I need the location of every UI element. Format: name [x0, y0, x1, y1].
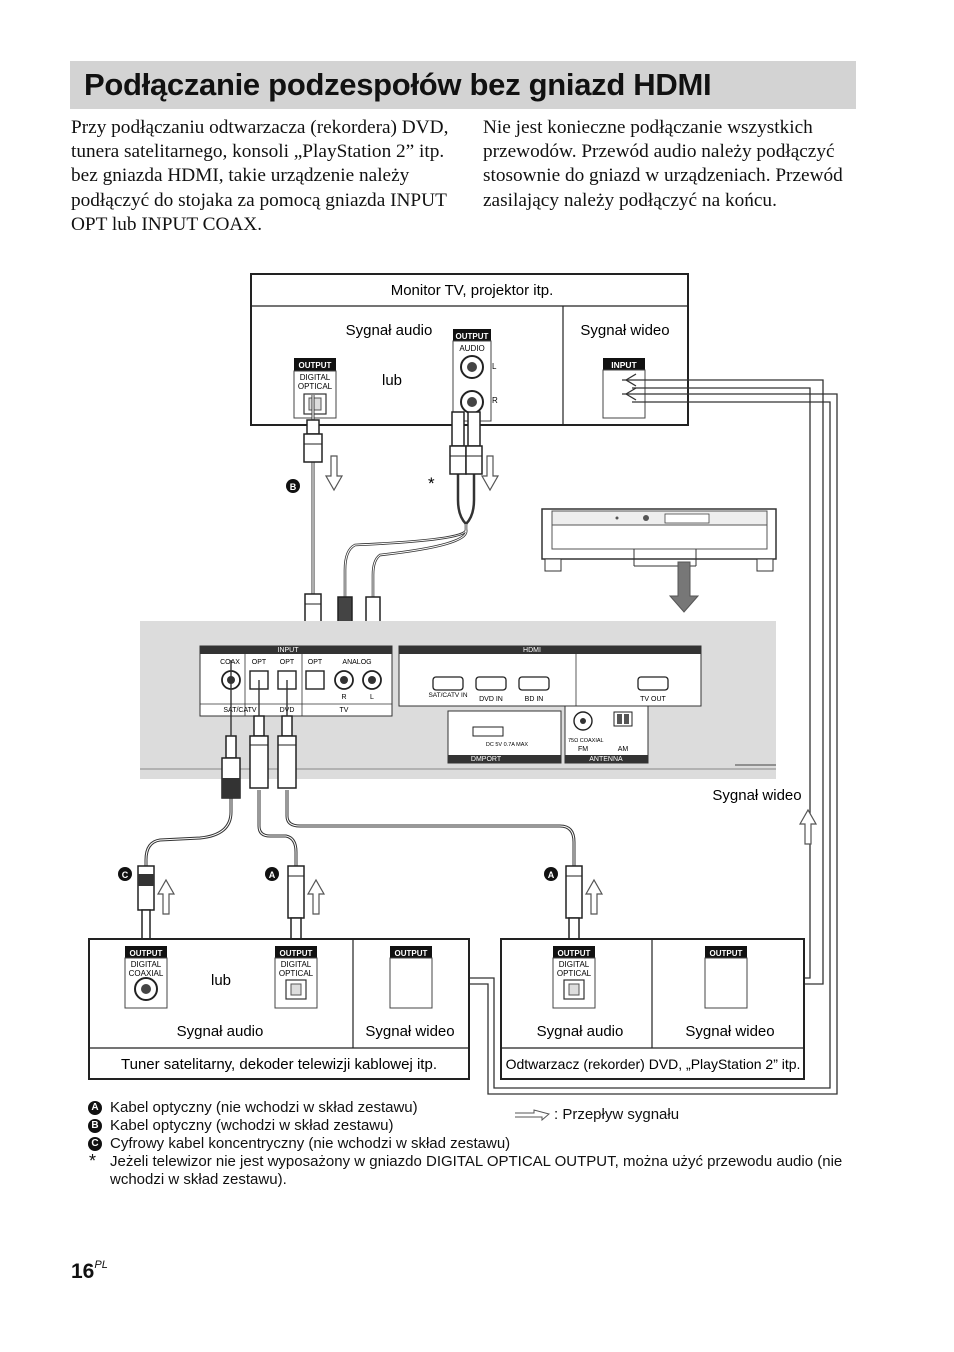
page-number-value: 16 [71, 1260, 95, 1283]
legend-asterisk: * [89, 1151, 97, 1171]
page-number: 16PL [71, 1259, 108, 1284]
badge-a1-text: A [269, 870, 276, 880]
tv-box: Monitor TV, projektor itp. Sygnał audio … [250, 273, 689, 426]
asterisk-marker: * [428, 474, 435, 493]
legend-badge-b: B [88, 1119, 102, 1133]
badge-b-text: B [290, 482, 297, 492]
legend-b: B Kabel optyczny (wchodzi w skład zestawu… [88, 1117, 848, 1135]
tv-l-label: L [492, 362, 497, 371]
stand-fm-label: FM [578, 746, 588, 753]
intro-right-text: Nie jest konieczne podłączanie wszystkic… [483, 117, 843, 211]
legend-a: A Kabel optyczny (nie wchodzi w skład zes… [88, 1099, 848, 1117]
legend-note-text: Jeżeli telewizor nie jest wyposażony w g… [110, 1153, 843, 1188]
dvd-box: OUTPUT DIGITAL OPTICAL OUTPUT Sygnał aud… [500, 938, 805, 1080]
sat-video-label: Sygnał wideo [365, 1023, 454, 1040]
stand-am-label: AM [618, 746, 629, 753]
bottom-cables [144, 790, 576, 870]
legend-b-text: Kabel optyczny (wchodzi w skład zestawu) [110, 1117, 394, 1134]
badge-c-text: C [122, 870, 129, 880]
legend-note: * Jeżeli telewizor nie jest wyposażony w … [88, 1151, 848, 1189]
dvd-digital: DIGITAL [559, 960, 590, 969]
dvd-audio-label: Sygnał audio [537, 1023, 624, 1040]
badge-a-1: A [265, 867, 279, 881]
tv-video-label: Sygnał wideo [580, 322, 669, 339]
analog-audio-cable [343, 440, 476, 600]
legend-c-text: Cyfrowy kabel koncentryczny (nie wchodzi… [110, 1135, 511, 1152]
stand-opt1-label: OPT [252, 659, 267, 666]
badge-a2-text: A [548, 870, 555, 880]
stand-hdmi-tag: HDMI [523, 647, 541, 654]
analog-plugs-top [449, 411, 483, 475]
sat-output3: OUTPUT [395, 949, 428, 958]
tv-or-label: lub [382, 372, 402, 389]
sat-or-label: lub [211, 972, 231, 989]
flow-arrow-icon [515, 1109, 551, 1122]
tv-r-label: R [492, 396, 498, 405]
badge-c: C [118, 867, 132, 881]
stand-dc-label: DC 5V 0.7A MAX [486, 742, 529, 748]
stand-l-label: L [370, 694, 374, 701]
tv-output-tag: OUTPUT [299, 361, 332, 370]
sat-optical: OPTICAL [279, 969, 314, 978]
tv-box-title: Monitor TV, projektor itp. [391, 282, 554, 299]
legend-c: C Cyfrowy kabel koncentryczny (nie wchodz… [88, 1135, 848, 1153]
stand-tv-out-label: TV OUT [640, 696, 666, 703]
sat-caption: Tuner satelitarny, dekoder telewizji kab… [121, 1056, 437, 1073]
stand-r-label: R [341, 694, 346, 701]
dvd-video-label: Sygnał wideo [685, 1023, 774, 1040]
stand-satcatv-in-label: SAT/CATV IN [428, 692, 467, 699]
stand-dvd-in-label: DVD IN [479, 696, 503, 703]
tv-optical-output-jack: OUTPUT DIGITAL OPTICAL [293, 358, 337, 419]
legend: A Kabel optyczny (nie wchodzi w skład zes… [88, 1099, 848, 1189]
tv-analog-audio-output: OUTPUT AUDIO L R [452, 329, 498, 422]
tv-digital-text: DIGITAL [300, 373, 331, 382]
sat-coaxial: COAXIAL [129, 969, 164, 978]
stand-bd-in-label: BD IN [525, 696, 544, 703]
stand-satcatv-label: SAT/CATV [223, 707, 257, 714]
sat-audio-label: Sygnał audio [177, 1023, 264, 1040]
tv-audio-label: Sygnał audio [346, 322, 433, 339]
badge-b: B [286, 479, 300, 493]
video-signal-label-right: Sygnał wideo [712, 787, 801, 804]
tv-analog-output-tag: OUTPUT [456, 332, 489, 341]
intro-left-text: Przy podłączaniu odtwarzacza (rekordera)… [71, 117, 449, 235]
badge-a-2: A [544, 867, 558, 881]
dvd-output1: OUTPUT [558, 949, 591, 958]
tv-audio-tag: AUDIO [459, 344, 484, 353]
sat-digital2: DIGITAL [281, 960, 312, 969]
stand-antenna-tag: ANTENNA [589, 756, 623, 763]
tv-optical-text: OPTICAL [298, 382, 333, 391]
stand-opt3-label: OPT [308, 659, 323, 666]
cable-b [303, 395, 323, 637]
tv-input-tag: INPUT [611, 360, 637, 370]
legend-badge-a: A [88, 1101, 102, 1115]
page-title: Podłączanie podzespołów bez gniazd HDMI [84, 67, 712, 102]
stand-analog-label: ANALOG [342, 659, 371, 666]
stand-rear-panel: INPUT COAX OPT OPT OPT ANALOG R L SAT/CA… [140, 621, 776, 779]
stand-opt2-label: OPT [280, 659, 295, 666]
intro-right: Nie jest konieczne podłączanie wszystkic… [483, 116, 863, 213]
stand-tv-label: TV [340, 707, 349, 714]
intro-left: Przy podłączaniu odtwarzacza (rekordera)… [71, 116, 451, 237]
flow-legend: : Przepływ sygnału [514, 1106, 679, 1123]
page-suffix: PL [94, 1259, 108, 1271]
title-bar: Podłączanie podzespołów bez gniazd HDMI [70, 61, 856, 109]
stand-input-tag: INPUT [278, 647, 300, 654]
legend-a-text: Kabel optyczny (nie wchodzi w skład zest… [110, 1099, 418, 1116]
sat-output1: OUTPUT [130, 949, 163, 958]
stand-plugs [221, 660, 297, 799]
stand-coaxial-label: 75Ω COAXIAL [568, 738, 604, 744]
dvd-output2: OUTPUT [710, 949, 743, 958]
flow-legend-text: : Przepływ sygnału [554, 1106, 680, 1123]
stand-dmport-tag: DMPORT [471, 756, 502, 763]
dvd-optical: OPTICAL [557, 969, 592, 978]
stand-illustration [541, 508, 777, 613]
sat-box: OUTPUT DIGITAL COAXIAL lub OUTPUT DIGITA… [88, 938, 470, 1080]
dvd-caption: Odtwarzacz (rekorder) DVD, „PlayStation … [506, 1056, 801, 1072]
sat-digital1: DIGITAL [131, 960, 162, 969]
stand-coax-label: COAX [220, 659, 240, 666]
sat-output2: OUTPUT [280, 949, 313, 958]
legend-badge-c: C [88, 1137, 102, 1151]
